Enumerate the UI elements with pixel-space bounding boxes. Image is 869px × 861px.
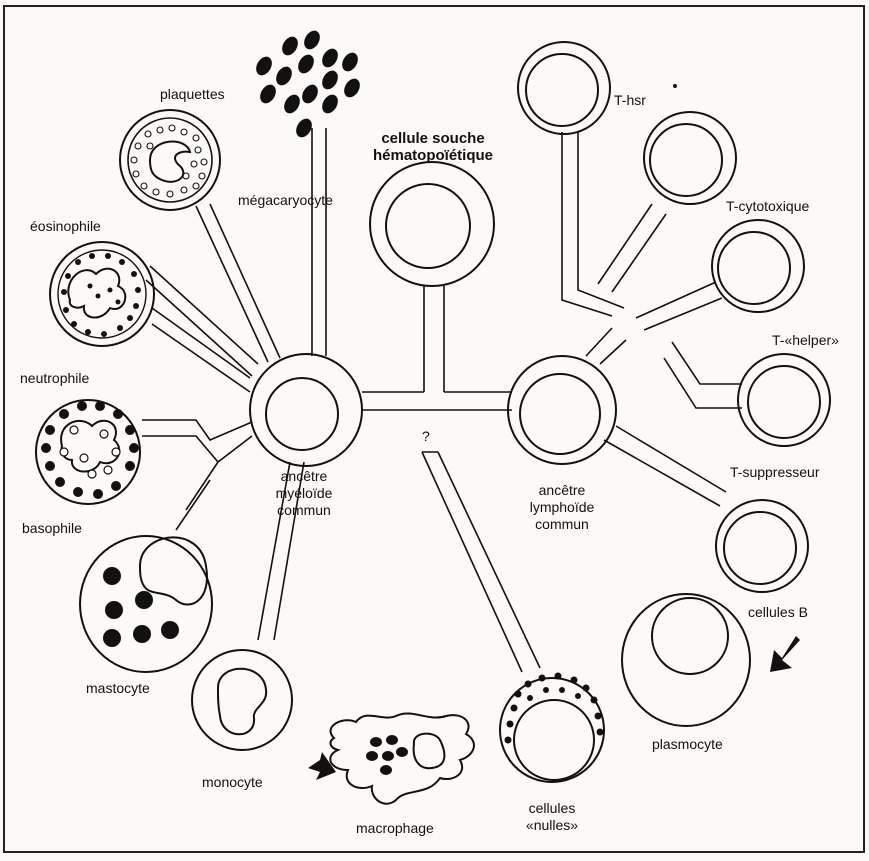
plasmocyte-cell <box>622 594 750 726</box>
monocyte-label: monocyte <box>202 774 263 791</box>
null-cells-label-line1: cellules <box>512 800 592 817</box>
lymphoid-ancestor-label: ancêtre lymphoïde commun <box>514 482 610 533</box>
plaquettes-label: plaquettes <box>160 86 225 103</box>
basophile-label: basophile <box>22 520 82 537</box>
myeloid-ancestor-cell <box>250 354 362 466</box>
myeloid-label-line2: myéloïde <box>256 485 352 502</box>
myeloid-label-line1: ancêtre <box>256 468 352 485</box>
macrophage-cell <box>330 713 474 803</box>
lymphoid-label-line3: commun <box>514 516 610 533</box>
link-stem-down <box>424 286 444 392</box>
lymphoid-ancestor-cell <box>508 356 616 464</box>
t-hsr-label: T-hsr <box>614 92 646 109</box>
link-plaquettes <box>196 204 280 362</box>
t-helper-cell <box>712 220 804 312</box>
plaquettes-cell <box>120 110 220 210</box>
myeloid-label-line3: commun <box>256 502 352 519</box>
b-cell <box>716 500 808 592</box>
plasmocyte-label: plasmocyte <box>652 736 723 753</box>
basophile-cell <box>36 400 140 504</box>
plasmocyte-arrow <box>770 636 800 672</box>
link-central-bar <box>362 392 512 410</box>
connector-lines <box>142 128 742 672</box>
null-cells-label: cellules «nulles» <box>512 800 592 834</box>
t-cytotoxique-label: T-cytotoxique <box>726 198 809 215</box>
neutrophile-label: neutrophile <box>20 370 89 387</box>
megacaryocyte-cells <box>253 28 363 140</box>
null-cells <box>500 673 604 783</box>
lymphoid-label-line1: ancêtre <box>514 482 610 499</box>
null-cells-label-line2: «nulles» <box>512 817 592 834</box>
t-cytotoxique-cell <box>644 112 736 204</box>
macrophage-label: macrophage <box>356 820 434 837</box>
link-t-cytotoxique <box>598 204 666 292</box>
question-mark-label: ? <box>422 428 430 445</box>
t-hsr-cell <box>518 42 610 134</box>
b-cell-label: cellules B <box>748 604 808 621</box>
stem-cell-label-line2: hématopoïétique <box>358 147 508 164</box>
t-hsr-mark <box>673 84 677 88</box>
t-suppresseur-label: T-suppresseur <box>730 464 819 481</box>
link-neutrophile <box>152 308 250 392</box>
eosinophile-cell <box>50 242 154 346</box>
t-helper-label: T-«helper» <box>772 332 839 349</box>
lymphoid-label-line2: lymphoïde <box>514 499 610 516</box>
eosinophile-label: éosinophile <box>30 218 101 235</box>
link-t-helper <box>636 282 722 330</box>
megacaryocyte-label: mégacaryocyte <box>238 192 333 209</box>
t-suppresseur-cell <box>738 354 830 446</box>
link-megacaryocyte <box>312 128 326 356</box>
myeloid-ancestor-label: ancêtre myéloïde commun <box>256 468 352 519</box>
link-t-suppresseur <box>664 342 742 408</box>
mastocyte-label: mastocyte <box>86 680 150 697</box>
link-basophile-mastocyte <box>142 420 252 530</box>
link-lymphoid-trunk <box>586 328 626 364</box>
stem-cell-label-line1: cellule souche <box>358 130 508 147</box>
mastocyte-cell <box>80 536 212 672</box>
stem-cell <box>370 162 494 286</box>
link-cellules-b <box>604 426 726 506</box>
stem-cell-label: cellule souche hématopoïétique <box>358 130 508 164</box>
monocyte-cell <box>192 650 292 750</box>
